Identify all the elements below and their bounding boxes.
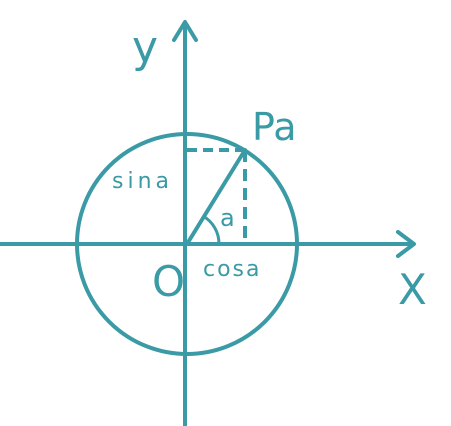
y-axis-label: y bbox=[132, 22, 158, 73]
sine-label: sina bbox=[112, 169, 173, 194]
angle-label: a bbox=[220, 204, 235, 232]
cosine-label: cosa bbox=[203, 257, 262, 282]
y-axis-arrowhead bbox=[172, 20, 198, 42]
radius-line bbox=[185, 148, 247, 246]
x-axis-arrowhead bbox=[396, 230, 416, 258]
point-label: Pa bbox=[252, 105, 297, 149]
angle-arc bbox=[202, 214, 221, 245]
unit-circle bbox=[75, 132, 299, 356]
origin-label: O bbox=[152, 257, 185, 306]
x-axis-label: X bbox=[398, 265, 427, 314]
